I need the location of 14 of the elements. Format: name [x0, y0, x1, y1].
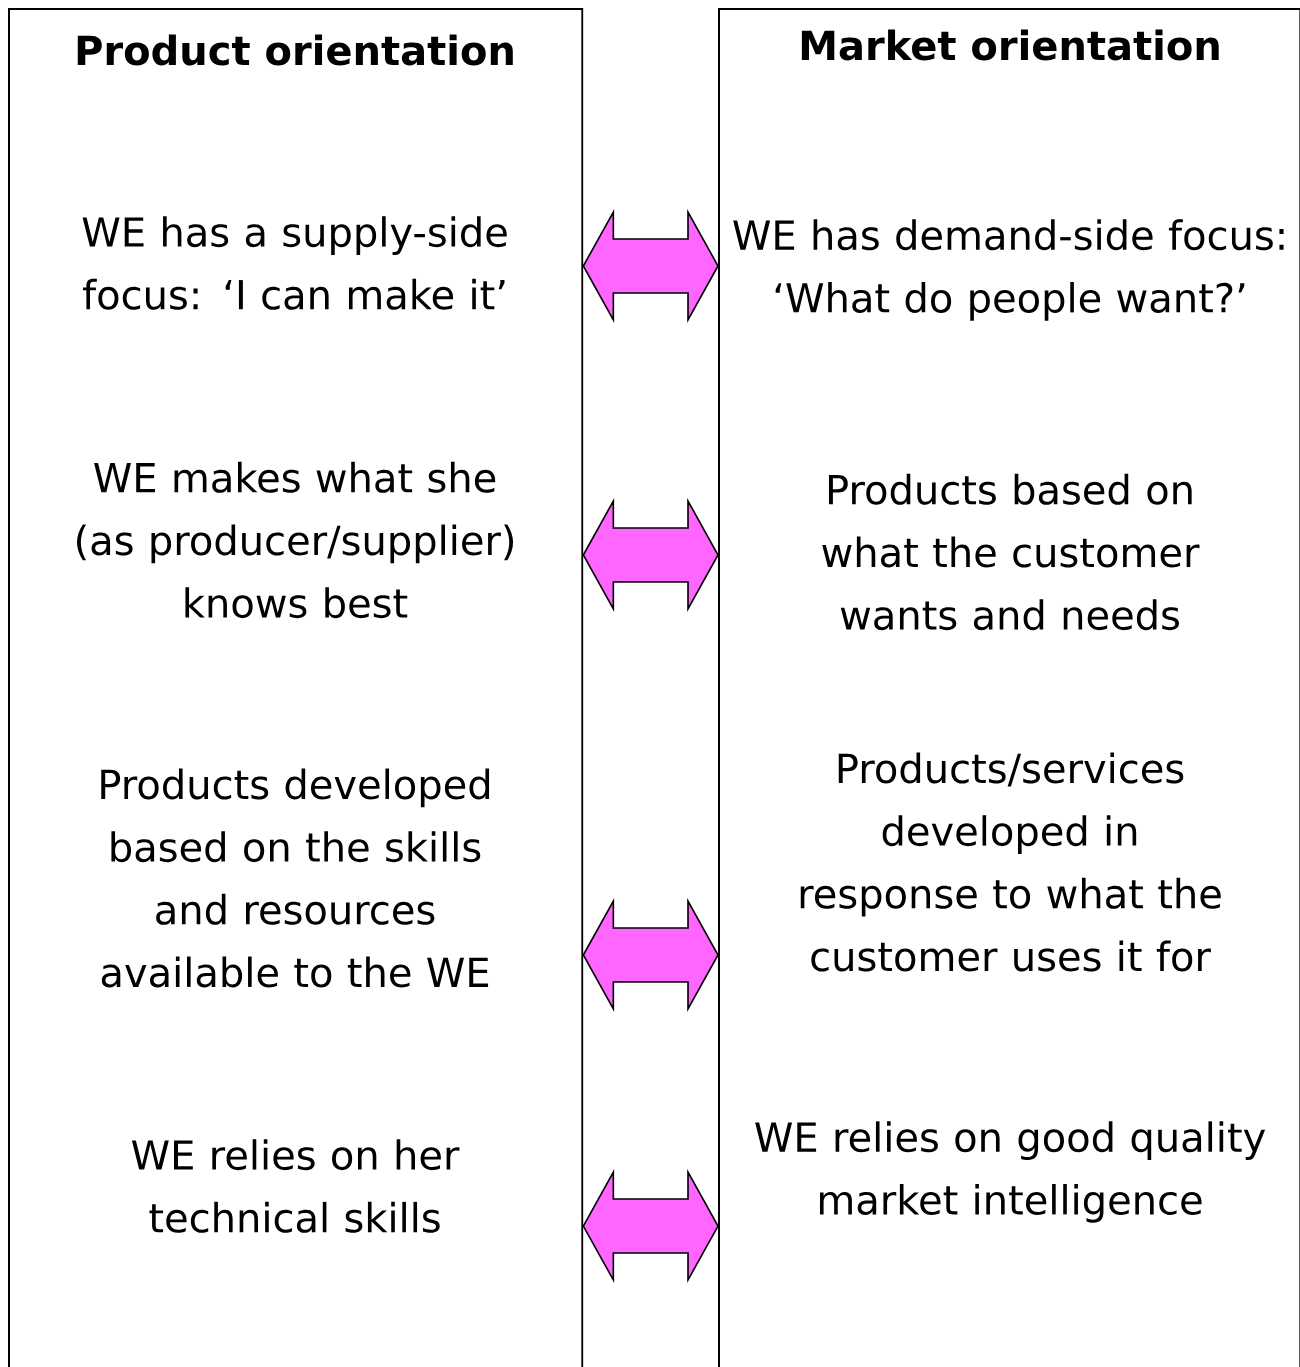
- statement: WE has demand-side focus: ‘What do people want?’: [733, 219, 1284, 321]
- statement: WE makes what she (as producer/supplier) knows best: [77, 461, 514, 619]
- double-arrow: [582, 897, 719, 1013]
- column-heading: Product orientation: [77, 34, 513, 66]
- double-arrow: [582, 497, 719, 613]
- double-arrow: [582, 208, 719, 324]
- statement: WE has a supply-side focus: ‘I can make it’: [82, 216, 507, 310]
- statement: Products developed based on the skills and resources available to the WE: [101, 768, 490, 988]
- statement: WE relies on her technical skills: [131, 1139, 460, 1233]
- statement: Products/services developed in response to what the customer uses it for: [800, 752, 1221, 972]
- statement: WE relies on good quality market intelligence: [755, 1121, 1266, 1223]
- statement: Products based on what the customer wants and needs: [822, 473, 1200, 631]
- double-arrow: [582, 1168, 719, 1284]
- column-heading: Market orientation: [801, 29, 1219, 61]
